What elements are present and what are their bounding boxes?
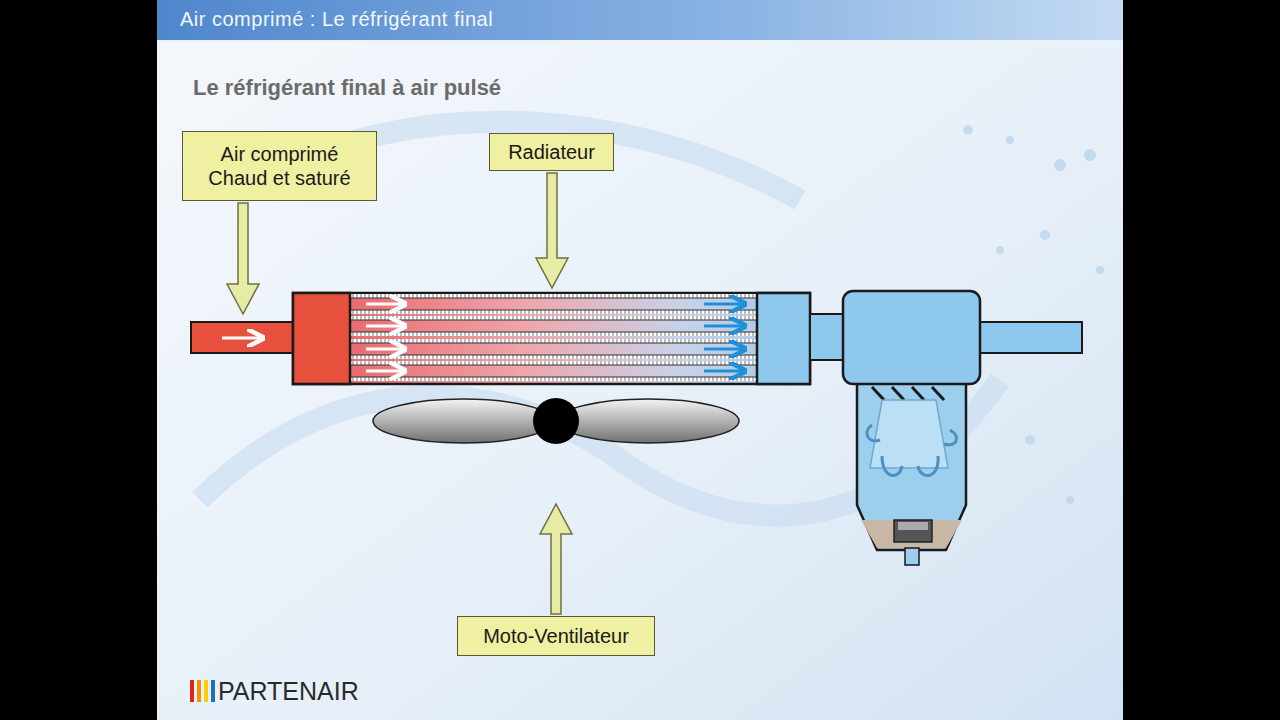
slide-subtitle: Le réfrigérant final à air pulsé — [193, 75, 501, 101]
callout-box: Radiateur — [489, 133, 614, 171]
header-title: Air comprimé : Le réfrigérant final — [180, 8, 493, 31]
callout-box: Moto-Ventilateur — [457, 616, 655, 656]
callout-text: Moto-Ventilateur — [483, 624, 629, 648]
callout-text: Air comprimé Chaud et saturé — [191, 142, 368, 190]
callout-text: Radiateur — [508, 140, 595, 164]
callout-box: Air comprimé Chaud et saturé — [182, 131, 377, 201]
logo-text: PARTENAIR — [218, 677, 359, 706]
